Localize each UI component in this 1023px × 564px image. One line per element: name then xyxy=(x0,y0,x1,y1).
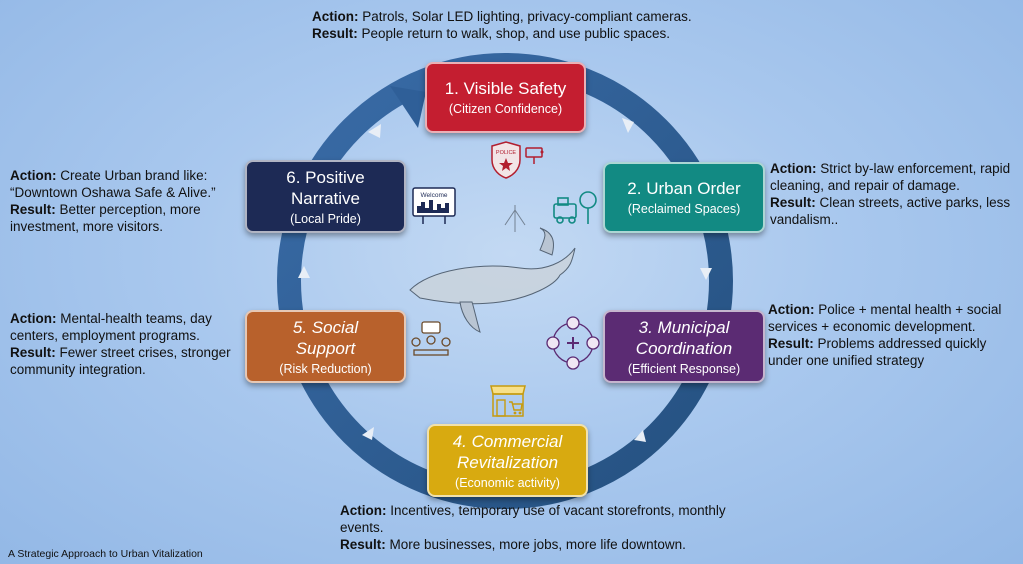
action-label: Action: xyxy=(768,302,815,317)
action-label: Action: xyxy=(770,161,817,176)
step-2-subtitle: (Reclaimed Spaces) xyxy=(627,202,741,216)
coordination-network-icon xyxy=(546,316,600,370)
step-6-positive-narrative: 6. Positive Narrative (Local Pride) xyxy=(245,160,406,233)
step-4-description: Action: Incentives, temporary use of vac… xyxy=(340,502,730,553)
step-5-description: Action: Mental-health teams, day centers… xyxy=(10,310,242,378)
chevron-6 xyxy=(368,124,381,138)
welcome-billboard-icon: Welcome xyxy=(412,187,456,224)
storefront-cart-icon xyxy=(490,385,526,417)
step-2-action-line: Action: Strict by-law enforcement, rapid… xyxy=(770,160,1020,194)
chevron-5 xyxy=(298,266,310,278)
action-label: Action: xyxy=(10,311,57,326)
action-label: Action: xyxy=(10,168,57,183)
step-1-result-line: Result: People return to walk, shop, and… xyxy=(312,25,732,42)
step-3-action: Police + mental health + social services… xyxy=(768,302,1002,334)
step-5-social-support: 5. Social Support (Risk Reduction) xyxy=(245,310,406,383)
ring-chevrons xyxy=(298,118,712,442)
step-3-result-line: Result: Problems addressed quickly under… xyxy=(768,335,1018,369)
result-label: Result: xyxy=(340,537,386,552)
step-6-result-line: Result: Better perception, more investme… xyxy=(10,201,242,235)
chevron-2 xyxy=(700,268,712,280)
step-4-subtitle: (Economic activity) xyxy=(455,475,560,490)
step-3-municipal-coordination: 3. Municipal Coordination (Efficient Res… xyxy=(603,310,765,383)
step-3-action-line: Action: Police + mental health + social … xyxy=(768,301,1018,335)
step-2-title: 2. Urban Order xyxy=(627,179,741,198)
step-1-action: Patrols, Solar LED lighting, privacy-com… xyxy=(362,9,692,24)
step-6-result: Better perception, more investment, more… xyxy=(10,202,201,234)
step-5-title-line2: Support xyxy=(295,338,356,358)
step-3-result: Problems addressed quickly under one uni… xyxy=(768,336,987,368)
badge-text: POLICE xyxy=(496,150,517,156)
result-label: Result: xyxy=(10,202,56,217)
step-2-result-line: Result: Clean streets, active parks, les… xyxy=(770,194,1020,228)
step-6-subtitle: (Local Pride) xyxy=(290,211,361,226)
step-5-action-line: Action: Mental-health teams, day centers… xyxy=(10,310,242,344)
cycle-main-arrowhead xyxy=(390,86,426,128)
step-4-action: Incentives, temporary use of vacant stor… xyxy=(340,503,726,535)
step-6-description: Action: Create Urban brand like: “Downto… xyxy=(10,167,242,235)
step-6-title-line1: 6. Positive xyxy=(286,167,365,187)
whale-illustration xyxy=(409,205,576,333)
step-5-action: Mental-health teams, day centers, employ… xyxy=(10,311,212,343)
action-label: Action: xyxy=(340,503,387,518)
police-badge-and-camera-icon: POLICE xyxy=(491,141,544,179)
step-4-result-line: Result: More businesses, more jobs, more… xyxy=(340,536,730,553)
step-1-title: 1. Visible Safety xyxy=(444,79,567,98)
chevron-1 xyxy=(622,118,634,133)
step-1-description: Action: Patrols, Solar LED lighting, pri… xyxy=(312,8,732,42)
street-sweeper-and-tree-icon xyxy=(553,191,597,224)
billboard-text: Welcome xyxy=(421,192,448,199)
group-meeting-icon xyxy=(411,321,451,356)
result-label: Result: xyxy=(768,336,814,351)
result-label: Result: xyxy=(10,345,56,360)
step-2-description: Action: Strict by-law enforcement, rapid… xyxy=(770,160,1020,228)
step-6-title-line2: Narrative xyxy=(291,188,360,208)
step-1-action-line: Action: Patrols, Solar LED lighting, pri… xyxy=(312,8,732,25)
step-2-result: Clean streets, active parks, less vandal… xyxy=(770,195,1011,227)
step-6-action: Create Urban brand like: “Downtown Oshaw… xyxy=(10,168,216,200)
step-1-subtitle: (Citizen Confidence) xyxy=(448,102,563,116)
step-6-action-line: Action: Create Urban brand like: “Downto… xyxy=(10,167,242,201)
step-5-result: Fewer street crises, stronger community … xyxy=(10,345,231,377)
step-4-title-line1: 4. Commercial xyxy=(452,431,563,451)
step-5-result-line: Result: Fewer street crises, stronger co… xyxy=(10,344,242,378)
chevron-4 xyxy=(362,427,374,440)
step-5-title-line1: 5. Social xyxy=(292,317,359,337)
step-4-action-line: Action: Incentives, temporary use of vac… xyxy=(340,502,730,536)
step-4-commercial-revitalization: 4. Commercial Revitalization (Economic a… xyxy=(427,424,588,497)
step-3-title-line1: 3. Municipal xyxy=(638,317,730,337)
step-3-title-line2: Coordination xyxy=(635,338,733,358)
step-3-description: Action: Police + mental health + social … xyxy=(768,301,1018,369)
step-2-action: Strict by-law enforcement, rapid cleanin… xyxy=(770,161,1011,193)
step-4-result: More businesses, more jobs, more life do… xyxy=(389,537,686,552)
step-2-urban-order: 2. Urban Order (Reclaimed Spaces) xyxy=(603,162,765,233)
step-4-title-line2: Revitalization xyxy=(456,452,559,472)
step-5-subtitle: (Risk Reduction) xyxy=(279,361,372,376)
footer-title: A Strategic Approach to Urban Vitalizati… xyxy=(8,548,203,560)
step-1-visible-safety: 1. Visible Safety (Citizen Confidence) xyxy=(425,62,586,133)
action-label: Action: xyxy=(312,9,359,24)
step-1-result: People return to walk, shop, and use pub… xyxy=(361,26,670,41)
result-label: Result: xyxy=(770,195,816,210)
chevron-3 xyxy=(634,430,646,442)
result-label: Result: xyxy=(312,26,358,41)
step-3-subtitle: (Efficient Response) xyxy=(627,361,741,376)
